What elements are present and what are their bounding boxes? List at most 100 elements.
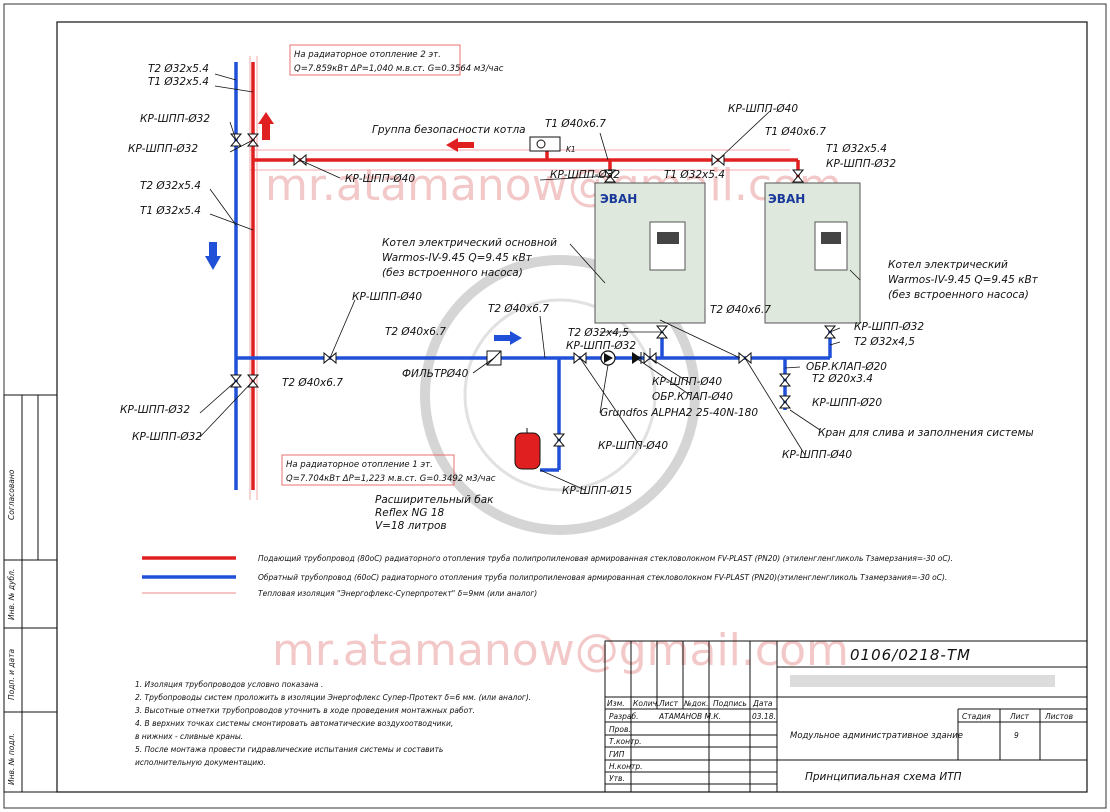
label-kr-shpp-40-return: КР-ШПП-Ø40 [352, 291, 422, 303]
tb-date: 03.18. [752, 712, 776, 721]
label-kr-shpp-32-b: КР-ШПП-Ø32 [128, 143, 198, 155]
legend-return-text: Обратный трубопровод (60оС) радиаторного… [258, 573, 947, 582]
label-kr-shpp-32-right: КР-ШПП-Ø32 [826, 158, 896, 170]
tb-h-doc: №док. [683, 699, 709, 708]
label-pump: Grundfos ALPHA2 25-40N-180 [600, 407, 758, 419]
note-1: 1. Изоляция трубопроводов условно показа… [135, 680, 323, 689]
label-kr-shpp-40-drain: КР-ШПП-Ø40 [782, 449, 852, 461]
top-info-box: На радиаторное отопление 2 эт. Q=7.859кВ… [289, 44, 504, 76]
tb-role-tkontr: Т.контр. [609, 737, 642, 746]
label-boiler2-line1: Котел электрический [888, 259, 1008, 271]
label-check-valve-20: ОБР.КЛАП-Ø20 [806, 361, 887, 373]
note-4: 4. В верхних точках системы смонтировать… [135, 719, 453, 728]
label-boiler2-line3: (без встроенного насоса) [888, 289, 1029, 301]
side-stamp: Согласовано Инв. № дубл. Подп. и дата Ин… [3, 394, 58, 793]
label-kr-shpp-32-a: КР-ШПП-Ø32 [140, 113, 210, 125]
tb-sheet-header: Лист [1009, 712, 1030, 721]
leader-lines [199, 73, 861, 491]
title-block-text: 0106/0218-ТМ Изм. Колич. Лист №док. Подп… [607, 646, 1073, 783]
stamp-agreed: Согласовано [7, 469, 16, 520]
label-t1-32-boiler1: Т1 Ø32x5.4 [664, 169, 725, 181]
label-t2-20: Т2 Ø20x3.4 [812, 373, 873, 385]
tb-h-list: Лист [658, 699, 679, 708]
title-block [604, 640, 1088, 793]
supply-pipes [251, 62, 800, 490]
label-tank-line3: V=18 литров [375, 520, 447, 532]
return-pipes [234, 62, 832, 490]
tb-sheet-no: 9 [1014, 731, 1019, 740]
label-t2-40-a: Т2 Ø40x6.7 [385, 326, 446, 338]
boiler-main-brand: ЭВАН [600, 192, 637, 206]
note-3: 3. Высотные отметки трубопроводов уточни… [135, 706, 475, 715]
stamp-sign-date: Подп. и дата [7, 649, 16, 700]
redacted-address [790, 675, 1055, 687]
notes: 1. Изоляция трубопроводов условно показа… [135, 680, 531, 767]
label-t1-40-b: Т1 Ø40x6.7 [765, 126, 826, 138]
boiler-main: ЭВАН [594, 182, 706, 324]
label-filter: ФИЛЬТРØ40 [402, 368, 469, 380]
label-t2-40-d: Т2 Ø40x6.7 [282, 377, 343, 389]
label-tank-line1: Расширительный бак [375, 494, 494, 506]
label-kr-shpp-15: КР-ШПП-Ø15 [562, 485, 632, 497]
pump-symbol [600, 350, 616, 366]
tb-drawing: Принципиальная схема ИТП [805, 771, 962, 783]
tb-h-sign: Подпись [713, 699, 747, 708]
tb-building: Модульное административное здание [790, 731, 963, 741]
watermark-bottom: mr.atamanow@gmail.com [272, 625, 849, 676]
svg-text:K1: K1 [566, 145, 576, 154]
tb-developer: АТАМАНОВ М.К. [658, 712, 721, 721]
tb-role-razrab: Разраб. [609, 712, 638, 721]
boiler-second-brand: ЭВАН [768, 192, 805, 206]
label-kr-shpp-32-b2: КР-ШПП-Ø32 [854, 321, 924, 333]
label-t2-40-b: Т2 Ø40x6.7 [488, 303, 549, 315]
label-boiler1-line3: (без встроенного насоса) [382, 267, 523, 279]
tb-role-nkontr: Н.контр. [609, 762, 643, 771]
label-drain-fill: Кран для слива и заполнения системы [818, 427, 1034, 439]
tb-role-utv: Утв. [609, 774, 625, 783]
label-t2-32-mid: Т2 Ø32x5.4 [140, 180, 201, 192]
label-t1-32-right: Т1 Ø32x5.4 [826, 143, 887, 155]
tb-sheets-header: Листов [1044, 712, 1073, 721]
stamp-orig-inv: Инв. № подл. [7, 733, 16, 785]
note-5: 5. После монтажа провести гидравлические… [135, 745, 443, 754]
label-safety-group: Группа безопасности котла [372, 124, 526, 136]
legend: Подающий трубопровод (80оС) радиаторного… [142, 554, 953, 598]
label-t1-32-top: Т1 Ø32x5.4 [148, 76, 209, 88]
bottom-box-line1: На радиаторное отопление 1 эт. [286, 460, 433, 470]
label-t1-32-mid: Т1 Ø32x5.4 [140, 205, 201, 217]
label-kr-shpp-40-right: КР-ШПП-Ø40 [728, 103, 798, 115]
label-boiler2-line2: Warmos-IV-9.45 Q=9.45 кВт [888, 274, 1039, 286]
note-2: 2. Трубопроводы систем проложить в изоля… [135, 693, 531, 702]
boiler-second: ЭВАН [764, 182, 861, 324]
bottom-info-box: На радиаторное отопление 1 эт. Q=7.704кВ… [281, 454, 496, 486]
label-t2-32-top: Т2 Ø32x5.4 [148, 63, 209, 75]
label-tank-line2: Reflex NG 18 [375, 507, 445, 519]
note-4b: в нижних - сливные краны. [135, 732, 243, 741]
label-t2-32-45: Т2 Ø32x4,5 [568, 327, 629, 339]
drawing-code: 0106/0218-ТМ [850, 646, 971, 664]
tb-role-prov: Пров. [609, 725, 631, 734]
legend-insulation-text: Тепловая изоляция "Энергофлекс-Суперпрот… [258, 589, 537, 598]
bottom-box-line2: Q=7.704кВт ΔP=1,223 м.в.ст. G=0.3492 м3/… [286, 474, 496, 484]
insulation [249, 56, 790, 500]
flow-arrows [205, 112, 522, 345]
top-box-line2: Q=7.859кВт ΔP=1,040 м.в.ст. G=0.3564 м3/… [294, 64, 504, 74]
tb-h-izm: Изм. [607, 699, 625, 708]
label-kr-shpp-32-pump: КР-ШПП-Ø32 [566, 340, 636, 352]
tb-h-kol: Колич. [633, 699, 659, 708]
tb-stage-header: Стадия [962, 712, 991, 721]
tb-h-date: Дата [752, 699, 773, 708]
label-t1-40-a: Т1 Ø40x6.7 [545, 118, 606, 130]
label-kr-shpp-32-d: КР-ШПП-Ø32 [132, 431, 202, 443]
top-box-line1: На радиаторное отопление 2 эт. [294, 50, 441, 60]
label-kr-shpp-40-upper: КР-ШПП-Ø40 [345, 173, 415, 185]
note-5b: исполнительную документацию. [135, 758, 266, 767]
stamp-dup-inv: Инв. № дубл. [7, 569, 16, 620]
tb-role-gip: ГИП [609, 750, 625, 759]
legend-supply-text: Подающий трубопровод (80оС) радиаторного… [258, 554, 953, 563]
watermark-top: mr.atamanow@gmail.com [265, 160, 842, 211]
label-boiler1-line1: Котел электрический основной [382, 237, 557, 249]
label-kr-shpp-20: КР-ШПП-Ø20 [812, 397, 882, 409]
label-boiler1-line2: Warmos-IV-9.45 Q=9.45 кВт [382, 252, 533, 264]
